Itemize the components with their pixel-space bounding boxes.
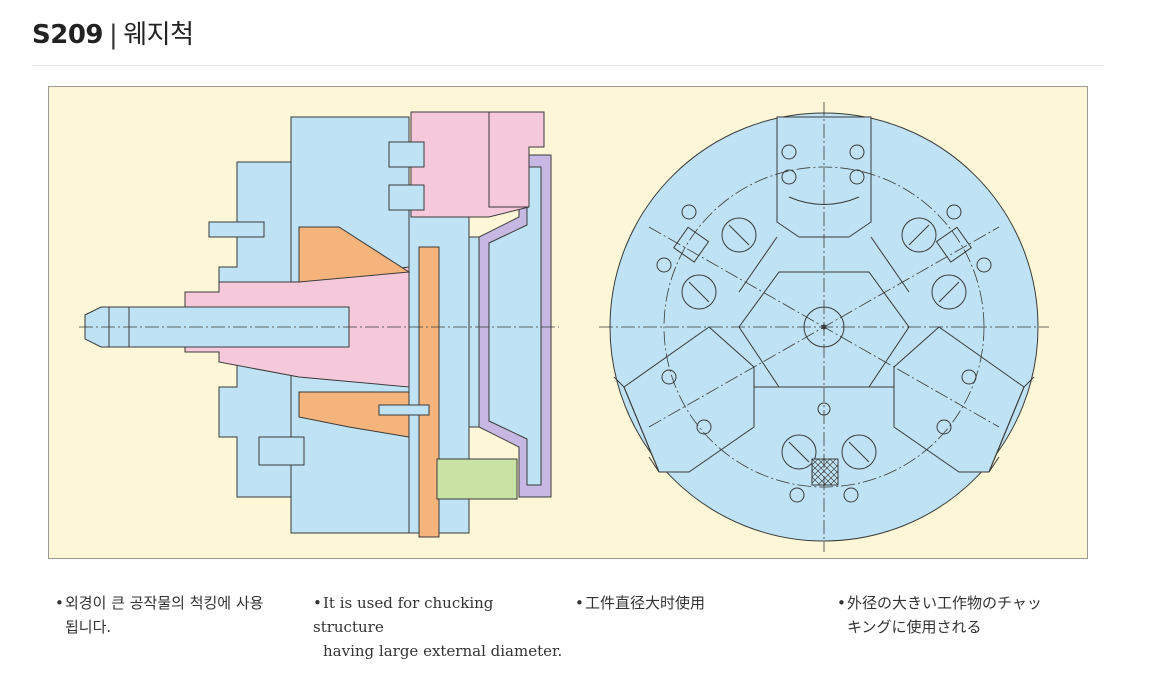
technical-drawing xyxy=(48,86,1088,559)
product-code: S209 xyxy=(32,20,104,50)
caption-line: キングに使用される xyxy=(847,618,982,636)
bullet: • xyxy=(55,594,64,612)
caption-row: •외경이 큰 공작물의 척킹에 사용 됩니다. •It is used for … xyxy=(55,591,1115,660)
caption-line: 外径の大きい工作物のチャッ xyxy=(847,594,1042,612)
bullet: • xyxy=(837,594,846,612)
caption-line: 工件直径大时使用 xyxy=(585,594,706,612)
caption-line: It is used for chucking structure xyxy=(313,594,494,636)
wedge-body xyxy=(418,246,440,538)
caption-line: 됩니다. xyxy=(65,618,112,636)
bolt-2 xyxy=(258,436,305,466)
pad-right xyxy=(935,226,972,263)
bullet: • xyxy=(313,594,322,612)
pink-top-step xyxy=(488,111,545,208)
caption-chinese: •工件直径大时使用 xyxy=(575,591,815,615)
wedge-lower xyxy=(298,391,410,438)
screw-4 xyxy=(849,169,865,185)
page-title: S209 | 웨지척 xyxy=(32,14,194,51)
front-centerlines xyxy=(599,102,1049,552)
screw-12 xyxy=(656,257,672,273)
hatch-pads xyxy=(673,226,972,486)
screw-20 xyxy=(843,487,859,503)
screw-2 xyxy=(849,144,865,160)
caption-line: 외경이 큰 공작물의 척킹에 사용 xyxy=(65,594,264,612)
screw-16 xyxy=(696,419,712,435)
screw-11 xyxy=(681,204,697,220)
wedge-upper xyxy=(298,226,411,283)
screw-13 xyxy=(946,204,962,220)
purple-inner xyxy=(488,166,542,486)
screw-1 xyxy=(781,144,797,160)
caption-line: having large external diameter. xyxy=(323,642,563,660)
caption-korean: •외경이 큰 공작물의 척킹에 사용 됩니다. xyxy=(55,591,305,639)
screw-14 xyxy=(976,257,992,273)
pad-left xyxy=(673,226,710,263)
screw-15 xyxy=(661,369,677,385)
title-separator: | xyxy=(109,20,118,50)
bolt-3 xyxy=(388,141,425,168)
bolt-1 xyxy=(208,221,265,238)
screw-3 xyxy=(781,169,797,185)
section-view xyxy=(84,111,552,538)
caption-japanese: •外径の大きい工作物のチャッ キングに使用される xyxy=(837,591,1097,639)
screw-19 xyxy=(789,487,805,503)
bolt-4 xyxy=(388,184,425,211)
bolt-5 xyxy=(378,404,430,416)
product-name: 웨지척 xyxy=(123,20,194,50)
caption-english: •It is used for chucking structure havin… xyxy=(313,591,563,663)
screw-18 xyxy=(936,419,952,435)
title-divider xyxy=(32,65,1104,66)
green-block xyxy=(436,458,518,500)
bullet: • xyxy=(575,594,584,612)
